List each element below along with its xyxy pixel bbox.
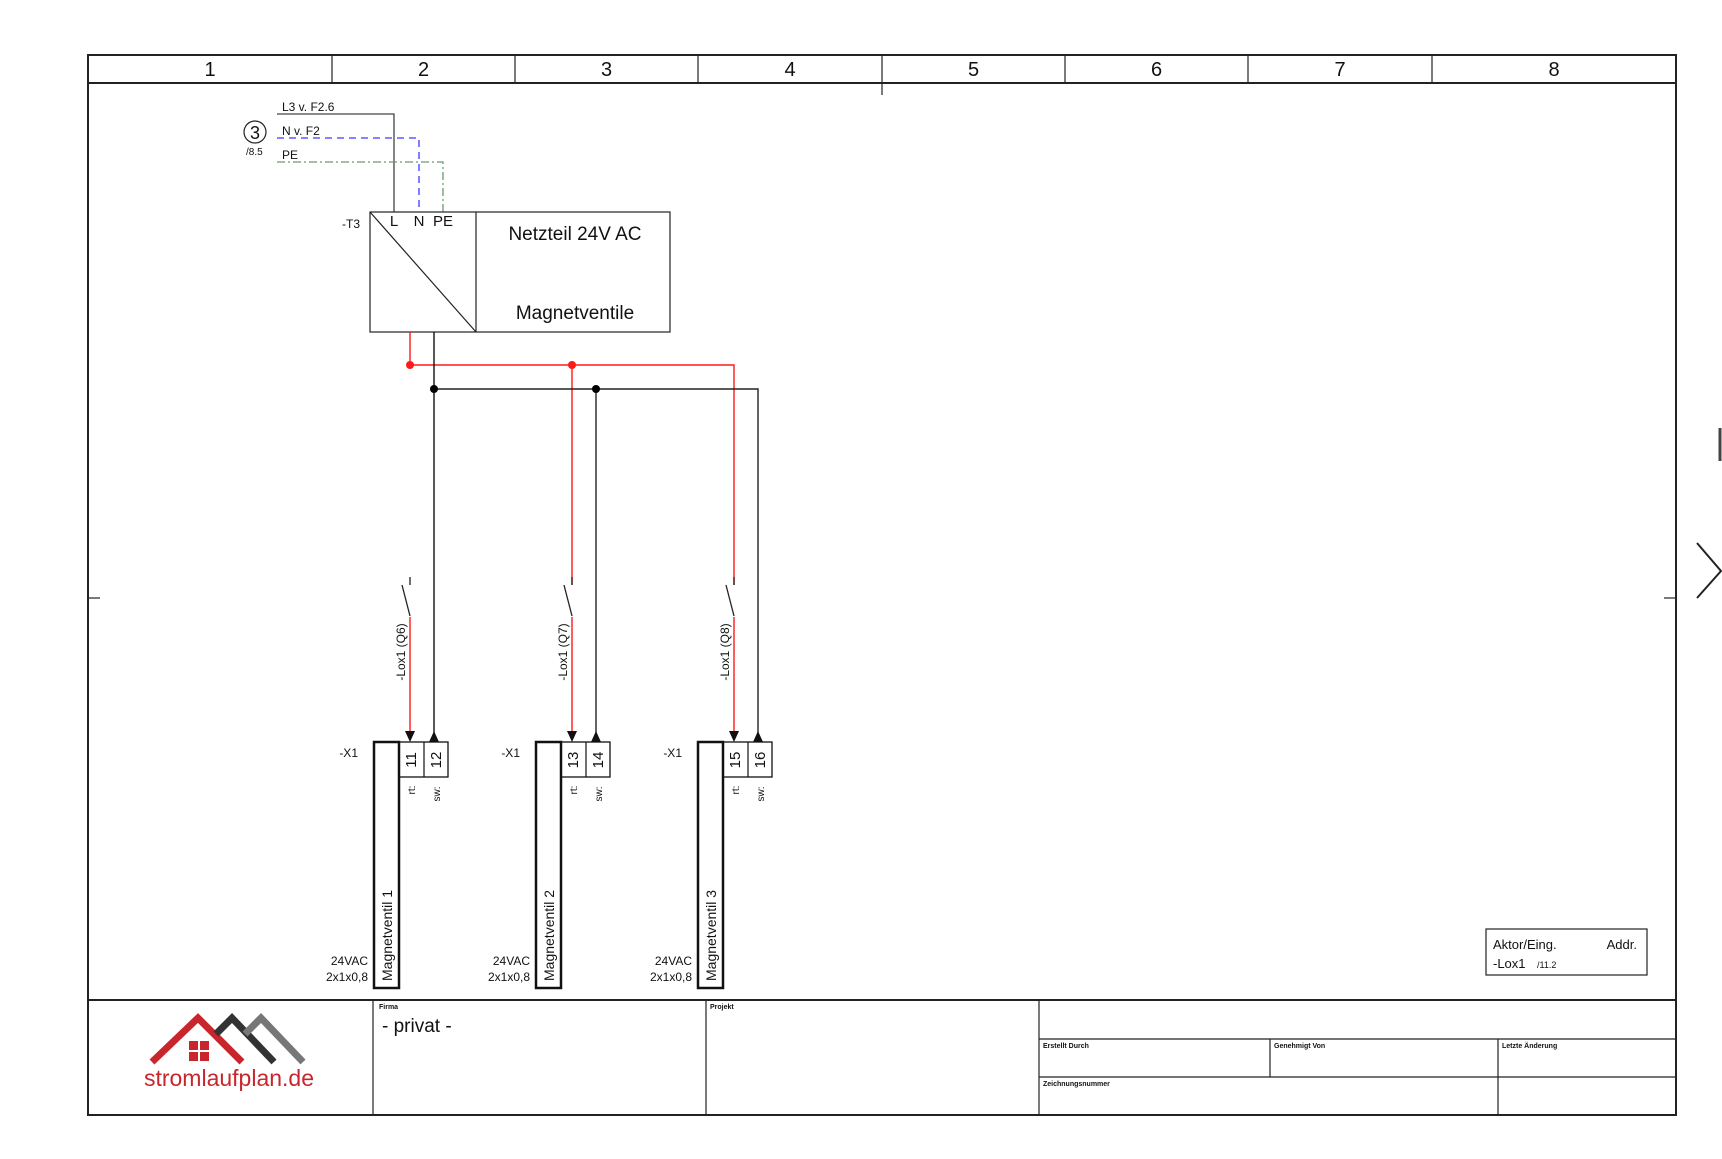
solenoid-valve-3: -Lox1 (Q8) -X1 15 16 rt: sw: Magnetventil 3 24V… bbox=[650, 577, 773, 990]
n-feed-label: N v. F2 bbox=[282, 124, 320, 138]
actor-device: -Lox1 bbox=[1493, 956, 1526, 971]
terminal-number: 11 bbox=[403, 752, 420, 768]
column-number: 6 bbox=[1151, 59, 1162, 81]
valve-cable: 2x1x0,8 bbox=[326, 970, 368, 984]
wire-color-label: rt: bbox=[407, 786, 418, 795]
switch-contact-icon bbox=[401, 584, 411, 617]
actor-column-label: Aktor/Eing. bbox=[1493, 937, 1557, 952]
power-supply-title: Netzteil 24V AC bbox=[508, 224, 641, 245]
logo: stromlaufplan.de bbox=[144, 1012, 314, 1091]
wire-color-label: rt: bbox=[569, 786, 580, 795]
column-number: 8 bbox=[1548, 59, 1559, 81]
erstellt-label: Erstellt Durch bbox=[1043, 1043, 1089, 1050]
arrow-down-icon bbox=[729, 731, 739, 742]
arrow-up-icon bbox=[429, 731, 439, 742]
return-junction-dot bbox=[592, 385, 600, 393]
terminal-number: 14 bbox=[590, 752, 607, 769]
pe-feed-label: PE bbox=[282, 148, 298, 162]
logo-text: stromlaufplan.de bbox=[144, 1065, 314, 1091]
actor-page-ref[interactable]: /11.2 bbox=[1537, 960, 1556, 970]
terminal-tag: -X1 bbox=[339, 746, 358, 760]
valve-name: Magnetventil 1 bbox=[379, 890, 395, 981]
valve-voltage: 24VAC bbox=[493, 954, 530, 968]
valve-name: Magnetventil 3 bbox=[703, 890, 719, 981]
pin-pe-label: PE bbox=[433, 213, 453, 230]
sheet-frame bbox=[87, 54, 1677, 1116]
zeichnung-label: Zeichnungsnummer bbox=[1043, 1081, 1110, 1088]
switch-contact-icon bbox=[563, 584, 573, 617]
terminal-tag: -X1 bbox=[501, 746, 520, 760]
column-header: 1 2 3 4 5 6 7 8 bbox=[204, 55, 1560, 83]
n-wire bbox=[277, 137, 420, 212]
terminal-number: 13 bbox=[565, 752, 582, 769]
switch-label: -Lox1 (Q7) bbox=[556, 623, 570, 680]
power-supply-t3[interactable]: -T3 L N PE Netzteil 24V AC Magnetventile bbox=[342, 211, 671, 333]
column-number: 1 bbox=[204, 59, 215, 81]
power-supply-tag: -T3 bbox=[342, 217, 360, 231]
next-page-chevron-icon[interactable] bbox=[1696, 542, 1722, 599]
pin-n-label: N bbox=[414, 213, 425, 230]
valve-cable: 2x1x0,8 bbox=[488, 970, 530, 984]
solenoid-valve-1: -Lox1 (Q6) -X1 11 12 rt: sw: Magnetventil 1 24V… bbox=[326, 577, 449, 990]
return-junction-dot bbox=[430, 385, 438, 393]
pe-wire bbox=[277, 161, 444, 212]
return-bus bbox=[434, 388, 759, 742]
reference-circle bbox=[243, 120, 267, 144]
switch-contact-icon bbox=[725, 584, 735, 617]
reference-page[interactable]: /8.5 bbox=[246, 147, 263, 158]
live-junction-dot bbox=[406, 361, 414, 369]
live-junction-dot bbox=[568, 361, 576, 369]
power-supply-subtitle: Magnetventile bbox=[516, 303, 634, 324]
address-column-label: Addr. bbox=[1607, 937, 1637, 952]
supply-feed: 3 /8.5 L3 v. F2.6 N v. F2 PE bbox=[243, 100, 444, 212]
valve-name: Magnetventil 2 bbox=[541, 890, 557, 981]
wire-color-label: sw: bbox=[594, 787, 605, 802]
arrow-down-icon bbox=[405, 731, 415, 742]
valve-box bbox=[534, 740, 563, 990]
terminal-tag: -X1 bbox=[663, 746, 682, 760]
terminal-number: 16 bbox=[752, 752, 769, 769]
column-number: 2 bbox=[418, 59, 429, 81]
power-supply-box bbox=[369, 211, 671, 333]
column-number: 4 bbox=[784, 59, 795, 81]
wire-color-label: rt: bbox=[731, 786, 742, 795]
valve-voltage: 24VAC bbox=[655, 954, 692, 968]
title-block: stromlaufplan.de Firma - privat - Projek… bbox=[88, 999, 1676, 1115]
l-feed-label: L3 v. F2.6 bbox=[282, 100, 335, 114]
terminal-number: 15 bbox=[727, 752, 744, 769]
arrow-up-icon bbox=[753, 731, 763, 742]
genehmigt-label: Genehmigt Von bbox=[1274, 1043, 1325, 1050]
actor-reference-box: Aktor/Eing. Addr. -Lox1 /11.2 bbox=[1485, 928, 1648, 976]
arrow-down-icon bbox=[567, 731, 577, 742]
solenoid-valves: -Lox1 (Q6) -X1 11 12 rt: sw: Magnetventil 1 24V… bbox=[326, 577, 773, 990]
pin-l-label: L bbox=[390, 213, 398, 230]
solenoid-valve-2: -Lox1 (Q7) -X1 13 14 rt: sw: Magnetventil 2 24V… bbox=[488, 577, 611, 990]
terminal-number: 12 bbox=[428, 752, 445, 769]
valve-voltage: 24VAC bbox=[331, 954, 368, 968]
switch-label: -Lox1 (Q6) bbox=[394, 623, 408, 680]
projekt-label: Projekt bbox=[710, 1004, 734, 1011]
valve-cable: 2x1x0,8 bbox=[650, 970, 692, 984]
valve-box bbox=[696, 740, 725, 990]
firma-value: - privat - bbox=[382, 1016, 452, 1037]
reference-number: 3 bbox=[250, 123, 260, 143]
switch-label: -Lox1 (Q8) bbox=[718, 623, 732, 680]
column-number: 7 bbox=[1334, 59, 1345, 81]
wire-color-label: sw: bbox=[756, 787, 767, 802]
firma-label: Firma bbox=[379, 1004, 398, 1011]
column-number: 5 bbox=[968, 59, 979, 81]
valve-box bbox=[372, 740, 401, 990]
arrow-up-icon bbox=[591, 731, 601, 742]
aenderung-label: Letzte Änderung bbox=[1502, 1042, 1557, 1050]
converter-diagonal-icon bbox=[369, 211, 477, 333]
bus-wiring bbox=[406, 332, 759, 742]
column-number: 3 bbox=[601, 59, 612, 81]
l-wire bbox=[277, 113, 395, 212]
wire-color-label: sw: bbox=[432, 787, 443, 802]
